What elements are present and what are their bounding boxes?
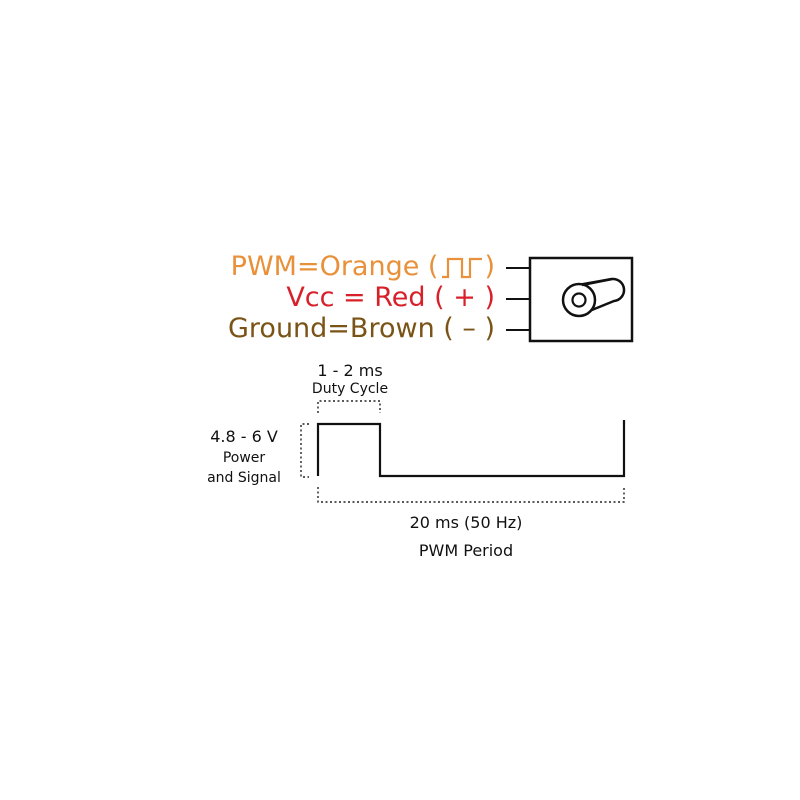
pwm-waveform-icon — [442, 257, 483, 278]
period-label: PWM Period — [418, 541, 514, 560]
voltage-value: 4.8 - 6 V — [210, 427, 278, 446]
pwm-wire-text: PWM=Orange ( — [230, 251, 439, 282]
vcc-wire-label: Vcc = Red ( + ) — [286, 282, 495, 313]
period-value: 20 ms (50 Hz) — [409, 513, 523, 532]
ground-wire-label: Ground=Brown ( – ) — [228, 313, 495, 344]
voltage-label-power: Power — [222, 450, 266, 466]
servo-horn-icon — [561, 277, 626, 318]
pwm-wire-label: PWM=Orange ( ) — [231, 251, 495, 283]
duty-cycle-label: Duty Cycle — [311, 381, 389, 397]
duty-cycle-value: 1 - 2 ms — [317, 361, 383, 380]
duty-cycle-bracket — [317, 400, 381, 413]
pwm-pulse-waveform — [316, 420, 626, 478]
voltage-bracket — [300, 423, 309, 478]
voltage-label-signal: and Signal — [207, 470, 281, 486]
pwm-wire-close: ) — [484, 251, 495, 282]
servo-motor-icon — [528, 256, 634, 343]
period-bracket — [317, 487, 625, 503]
